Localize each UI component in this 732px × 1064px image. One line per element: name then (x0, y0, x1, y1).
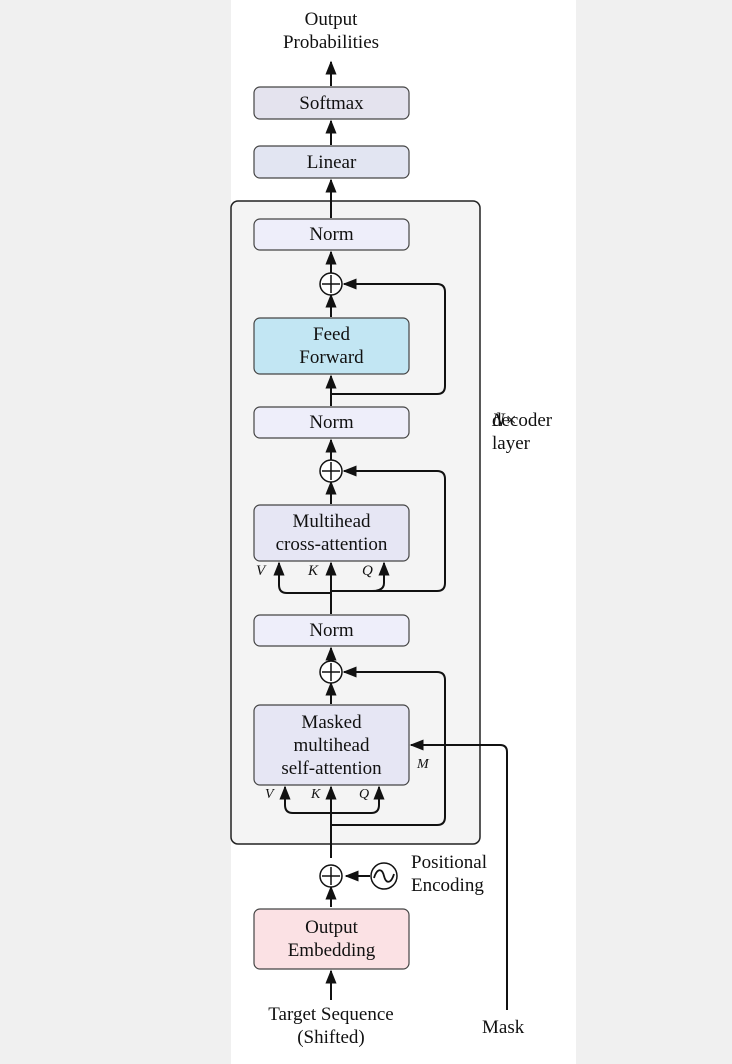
add-node-top (319, 272, 343, 296)
output-embedding-box (253, 908, 410, 970)
linear-box (253, 145, 410, 179)
self-attention-k-label: K (311, 787, 321, 802)
cross-attention-q-label: Q (362, 563, 373, 579)
output-embedding-label: Output Embedding (287, 917, 376, 961)
norm-bottom-label: Norm (309, 620, 354, 641)
self-attention-v-label: V (265, 787, 274, 802)
feed-forward-box (253, 317, 410, 375)
cross-attention-v-label: V (256, 563, 266, 579)
norm-top-label: Norm (309, 224, 354, 245)
repeat-factor-text: N× (492, 410, 518, 431)
norm-bottom-box (253, 614, 410, 647)
add-node-positional (319, 864, 343, 888)
norm-top-box (253, 218, 410, 251)
self-attention-q-label: Q (359, 787, 370, 802)
add-node-bottom (319, 660, 343, 684)
mask-label: Mask (482, 1017, 525, 1038)
target-sequence-label: Target Sequence (Shifted) (268, 1004, 394, 1048)
cross-attention-box (253, 504, 410, 562)
norm-mid-label: Norm (309, 412, 354, 433)
linear-label: Linear (306, 151, 357, 173)
norm-mid-box (253, 406, 410, 439)
decoder-layer-label: decoder layer (492, 410, 553, 454)
add-node-mid (319, 459, 343, 483)
sine-wave-icon (370, 862, 398, 890)
softmax-box (253, 86, 410, 120)
cross-attention-k-label: K (308, 563, 319, 579)
positional-encoding-label: Positional Encoding (411, 852, 488, 896)
cross-attention-label: Multihead cross-attention (275, 511, 388, 555)
mask-input-label: M (417, 757, 429, 772)
feed-forward-label: Feed Forward (299, 324, 364, 368)
masked-self-attention-box (253, 704, 410, 786)
softmax-label: Softmax (299, 92, 364, 114)
output-probabilities-label: Output Probabilities (282, 9, 380, 53)
masked-self-attention-label: Masked multihead self-attention (281, 711, 382, 779)
repeat-factor-label: N× (492, 386, 518, 432)
